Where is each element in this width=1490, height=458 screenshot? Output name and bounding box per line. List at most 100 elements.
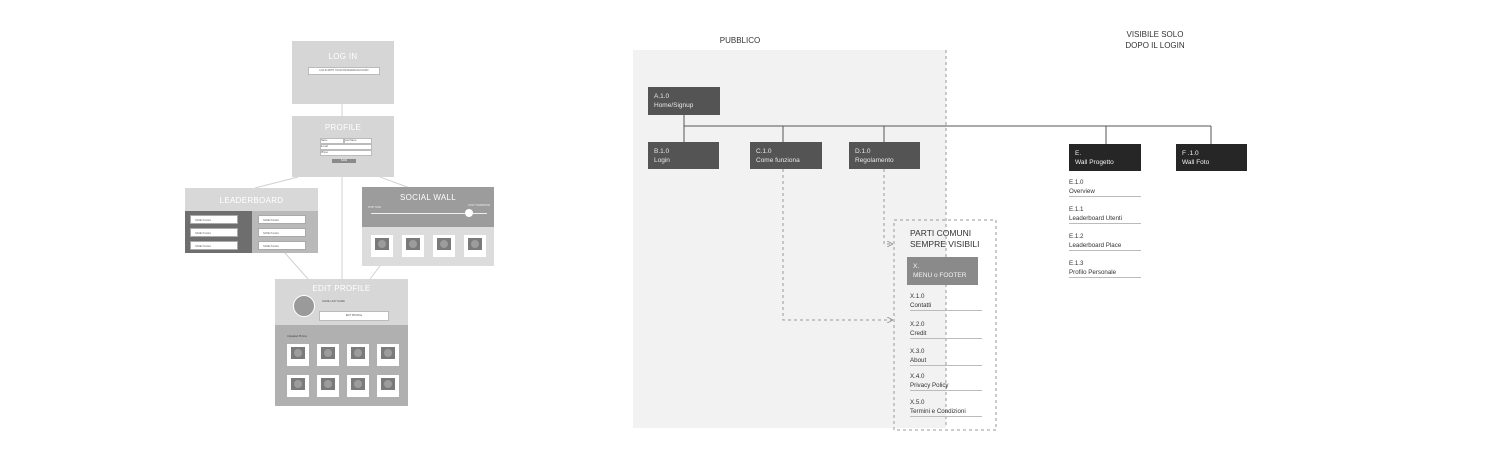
- item-code: X.3.0: [910, 348, 925, 355]
- item-code: E.1.0: [1069, 179, 1084, 186]
- node-name: Home/Signup: [654, 101, 694, 109]
- social-wall-header: [362, 187, 494, 227]
- social-wall-title: SOCIAL WALL: [399, 193, 457, 202]
- list-item-e-leaderboard-place: E.1.2 Leaderboard Place: [1069, 233, 1141, 251]
- item-code: X.5.0: [910, 399, 925, 406]
- node-menu-footer: X. MENU o FOOTER: [907, 257, 978, 285]
- node-login: B.1.0 Login: [648, 142, 719, 169]
- photo-thumbnail: [377, 375, 399, 397]
- item-name: About: [910, 356, 927, 364]
- photo-thumbnail: [287, 375, 309, 397]
- social-wall-photos: [362, 227, 494, 266]
- photo-thumbnail: [371, 235, 393, 257]
- profile-wireframe-title: PROFILE: [324, 123, 362, 132]
- photo-thumbnail: [317, 344, 339, 366]
- node-name: Login: [654, 156, 670, 164]
- list-item-x-termini-condizioni: X.5.0 Termini e Condizioni: [910, 399, 982, 417]
- leaderboard-item: NAME Position: [258, 215, 306, 224]
- edit-profile-photos-label: Uploaded Photos: [287, 335, 307, 338]
- private-label-line-1: VISIBILE SOLO: [1126, 30, 1184, 39]
- wireframe-connectors: [254, 104, 411, 280]
- photo-thumbnail: [287, 344, 309, 366]
- node-code: X.: [913, 263, 920, 270]
- node-come-funziona: C.1.0 Come funziona: [750, 142, 822, 169]
- item-code: E.1.3: [1069, 260, 1084, 267]
- common-title-line-2: SEMPRE VISIBILI: [910, 239, 980, 249]
- profile-field-email: E-mail: [320, 144, 372, 150]
- common-title-line-1: PARTI COMUNI: [910, 228, 972, 238]
- common-parts-title: PARTI COMUNI SEMPRE VISIBILI: [910, 228, 979, 250]
- leaderboard-wireframe-title: LEADERBOARD: [219, 196, 284, 205]
- edit-profile-name: NAME LAST NAME: [322, 300, 345, 303]
- node-wall-progetto: E. Wall Progetto: [1069, 144, 1141, 171]
- leaderboard-wireframe: LEADERBOARD NAME Position NAME Position …: [185, 188, 318, 253]
- node-name: Wall Progetto: [1075, 158, 1114, 166]
- photo-thumbnail: [317, 375, 339, 397]
- node-name: Wall Foto: [1182, 158, 1210, 166]
- node-code: B.1.0: [654, 148, 670, 155]
- login-wireframe-button: LOG IN WITH YOUR INSTAGRAM ACCOUNT: [308, 67, 380, 75]
- item-code: X.1.0: [910, 293, 925, 300]
- social-wall-left-label: POST NOW: [368, 206, 381, 209]
- login-wireframe-title: LOG IN: [328, 52, 358, 61]
- social-wall-slider-track: [371, 213, 487, 214]
- item-name: Credit: [910, 329, 927, 337]
- social-wall-wireframe: SOCIAL WALL POST NOW POST TOMORROW: [362, 187, 494, 266]
- edit-profile-button: EDIT PROFILE: [319, 311, 389, 321]
- item-name: Privacy Policy: [910, 381, 949, 389]
- node-regolamento: D.1.0 Regolamento: [849, 142, 920, 169]
- node-home-signup: A.1.0 Home/Signup: [648, 87, 720, 115]
- item-name: Contatti: [910, 301, 932, 309]
- node-wall-foto: F .1.0 Wall Foto: [1176, 144, 1247, 171]
- avatar: [293, 295, 315, 317]
- leaderboard-item: NAME Position: [190, 241, 238, 250]
- photo-thumbnail: [347, 344, 369, 366]
- node-name: MENU o FOOTER: [913, 271, 967, 279]
- node-code: C.1.0: [756, 148, 772, 155]
- photo-thumbnail: [464, 235, 486, 257]
- profile-field-lastname: Last Name: [344, 138, 372, 144]
- profile-field-phone: Phone: [320, 150, 372, 156]
- item-code: X.2.0: [910, 321, 925, 328]
- edit-profile-title: EDIT PROFILE: [312, 284, 371, 293]
- leaderboard-item: NAME Position: [258, 228, 306, 237]
- photo-thumbnail: [347, 375, 369, 397]
- list-item-e-profilo-personale: E.1.3 Profilo Personale: [1069, 260, 1141, 278]
- node-code: E.: [1075, 150, 1082, 157]
- list-item-e-leaderboard-utenti: E.1.1 Leaderboard Utenti: [1069, 206, 1141, 224]
- item-name: Termini e Condizioni: [910, 407, 966, 415]
- node-name: Regolamento: [855, 156, 894, 164]
- node-code: A.1.0: [654, 93, 670, 100]
- public-label: PUBBLICO: [719, 36, 761, 45]
- private-label-line-2: DOPO IL LOGIN: [1125, 41, 1185, 50]
- photo-thumbnail: [377, 344, 399, 366]
- item-name: Leaderboard Utenti: [1069, 214, 1122, 222]
- social-wall-right-label: POST TOMORROW: [468, 204, 490, 207]
- item-code: E.1.1: [1069, 206, 1084, 213]
- leaderboard-item: NAME Position: [258, 241, 306, 250]
- item-code: X.4.0: [910, 373, 925, 380]
- social-wall-slider-knob: [465, 209, 473, 217]
- list-item-x-about: X.3.0 About: [910, 348, 982, 366]
- leaderboard-item: NAME Position: [190, 228, 238, 237]
- list-item-e-overview: E.1.0 Overview: [1069, 179, 1141, 197]
- leaderboard-item: NAME Position: [190, 215, 238, 224]
- item-code: E.1.2: [1069, 233, 1084, 240]
- item-name: Overview: [1069, 187, 1095, 195]
- profile-wireframe: PROFILE Name Last Name E-mail Phone SAVE: [292, 116, 394, 177]
- list-item-x-credit: X.2.0 Credit: [910, 321, 982, 339]
- list-item-x-privacy-policy: X.4.0 Privacy Policy: [910, 373, 982, 391]
- node-name: Come funziona: [756, 156, 800, 164]
- photo-thumbnail: [433, 235, 455, 257]
- node-code: D.1.0: [855, 148, 871, 155]
- profile-field-name: Name: [320, 138, 344, 144]
- profile-save-button: SAVE: [332, 159, 356, 163]
- item-name: Leaderboard Place: [1069, 241, 1122, 249]
- item-name: Profilo Personale: [1069, 268, 1117, 276]
- photo-thumbnail: [402, 235, 424, 257]
- node-code: F .1.0: [1182, 150, 1199, 157]
- login-wireframe: LOG IN LOG IN WITH YOUR INSTAGRAM ACCOUN…: [292, 41, 394, 104]
- list-item-x-contatti: X.1.0 Contatti: [910, 293, 982, 311]
- edit-profile-wireframe: EDIT PROFILE NAME LAST NAME EDIT PROFILE…: [275, 279, 408, 406]
